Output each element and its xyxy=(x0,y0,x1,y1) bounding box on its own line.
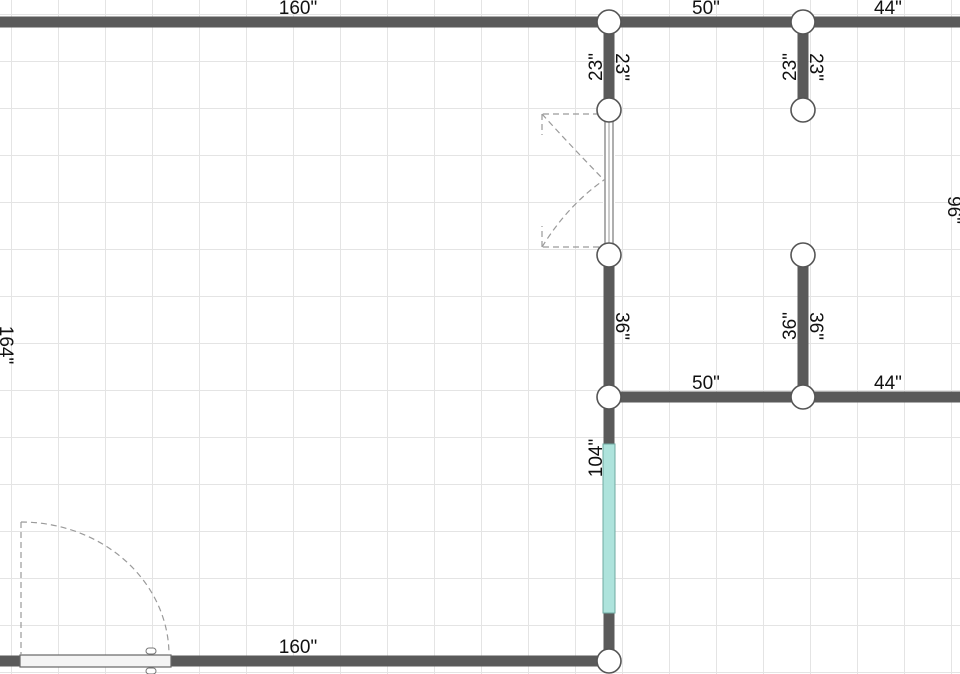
dim-upper-stub-a-left: 23" xyxy=(586,53,607,81)
wall-node[interactable] xyxy=(596,97,622,123)
wall-node[interactable] xyxy=(790,242,816,268)
double-door[interactable] xyxy=(541,110,615,255)
dim-top-middle: 50" xyxy=(692,0,720,19)
dim-lower-wall: 104" xyxy=(586,439,607,477)
dim-top-right: 44" xyxy=(874,0,902,19)
dim-mid-a: 36" xyxy=(611,312,632,340)
dim-right-wall: 96" xyxy=(943,196,960,224)
dim-bottom: 160" xyxy=(279,637,317,658)
dim-mid-wall-right: 44" xyxy=(874,373,902,394)
wall-node[interactable] xyxy=(596,384,622,410)
dim-upper-stub-b-right: 23" xyxy=(805,53,826,81)
window[interactable] xyxy=(602,443,616,614)
dim-mid-b-right: 36" xyxy=(805,312,826,340)
dim-upper-stub-b-left: 23" xyxy=(780,53,801,81)
wall-node[interactable] xyxy=(596,9,622,35)
wall-node[interactable] xyxy=(790,9,816,35)
wall-node[interactable] xyxy=(790,384,816,410)
wall-node[interactable] xyxy=(596,648,622,674)
dim-upper-stub-a-right: 23" xyxy=(611,53,632,81)
entrance-door[interactable] xyxy=(19,521,172,674)
dim-mid-b-left: 36" xyxy=(780,312,801,340)
wall-node[interactable] xyxy=(790,97,816,123)
dim-left-wall: 164" xyxy=(0,326,16,364)
dim-top-left: 160" xyxy=(279,0,317,19)
wall-node[interactable] xyxy=(596,242,622,268)
dim-mid-wall-middle: 50" xyxy=(692,373,720,394)
